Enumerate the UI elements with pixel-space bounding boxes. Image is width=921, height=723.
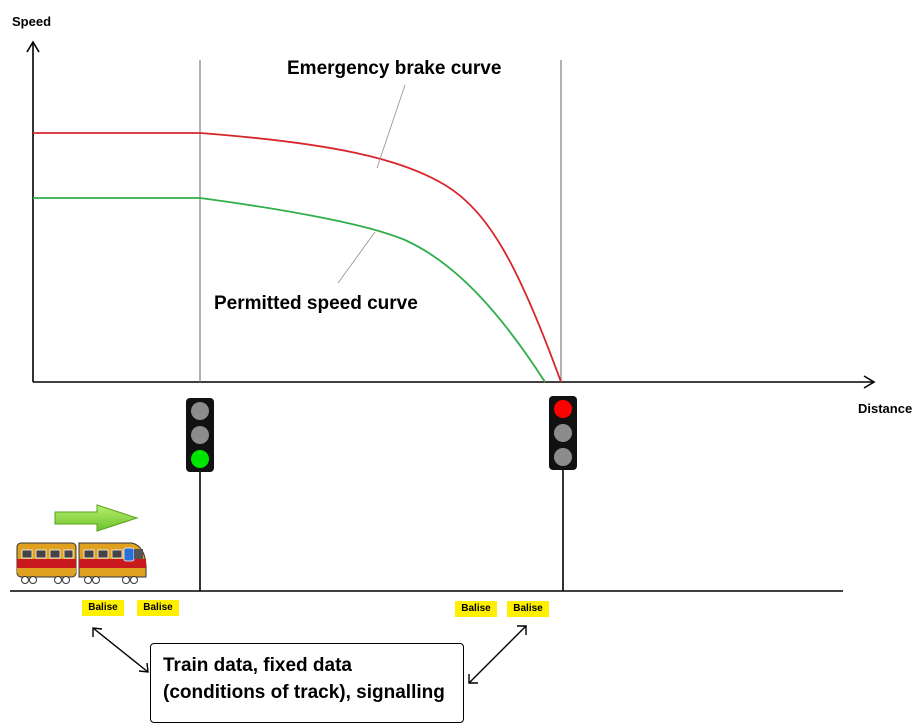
signal-lamp-red <box>554 400 572 418</box>
emergency-brake-curve-label: Emergency brake curve <box>287 58 502 79</box>
signal-red <box>549 396 577 470</box>
signal-green <box>186 398 214 472</box>
x-axis-label: Distance <box>858 401 913 416</box>
balise-4: Balise <box>507 601 549 617</box>
balise-2: Balise <box>137 600 179 616</box>
signal-lamp-middle <box>191 426 209 444</box>
x-axis <box>33 375 876 389</box>
y-axis-label: Speed <box>12 14 52 29</box>
emergency-label-leader <box>376 84 406 169</box>
balise-3: Balise <box>455 601 497 617</box>
balise-to-info-arrow-left <box>92 627 149 673</box>
info-box: Train data, fixed data (conditions of tr… <box>150 643 464 723</box>
direction-arrow-icon <box>54 504 139 532</box>
signal-lamp-top <box>191 402 209 420</box>
train-icon <box>16 542 147 584</box>
permitted-speed-curve-label: Permitted speed curve <box>214 293 418 314</box>
emergency-brake-curve <box>33 132 562 383</box>
info-box-line-2: (conditions of track), signalling <box>163 682 445 703</box>
permitted-speed-curve <box>33 197 546 383</box>
y-axis <box>26 40 40 382</box>
info-box-line-1: Train data, fixed data <box>163 655 352 676</box>
signal-lamp-middle <box>554 424 572 442</box>
balise-to-info-arrow-right <box>468 625 527 684</box>
signal-lamp-green <box>191 450 209 468</box>
permitted-label-leader <box>337 231 376 284</box>
balise-1: Balise <box>82 600 124 616</box>
signal-lamp-bottom <box>554 448 572 466</box>
